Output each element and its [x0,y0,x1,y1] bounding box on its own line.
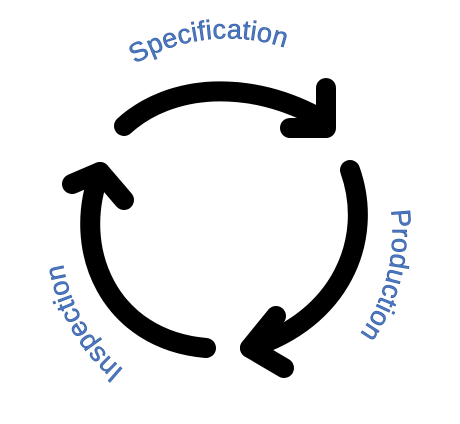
arrow-production-head [240,306,294,378]
arrow-inspection-head [62,162,134,210]
arrow-specification [114,78,336,138]
arrow-specification-head [280,78,336,138]
arrow-specification-arc [114,81,333,136]
arrow-production-arc [240,160,368,358]
arrow-production [240,160,368,378]
label-specification: Specification [124,14,292,69]
arrow-inspection-arc [80,162,216,358]
label-inspection: Inspection [39,263,128,389]
arrow-inspection [62,162,216,358]
